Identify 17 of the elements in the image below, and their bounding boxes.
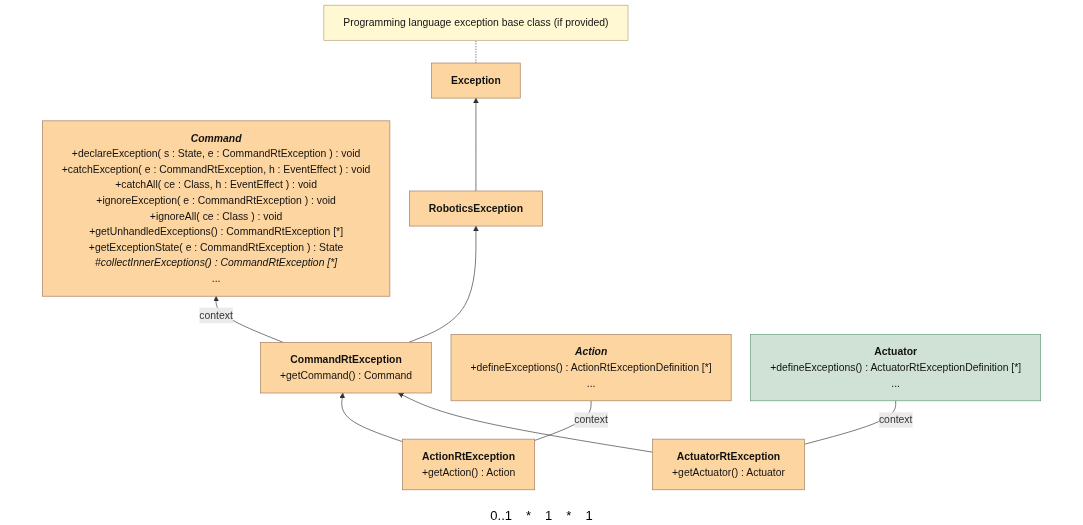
edge-label: context [574,414,608,426]
node-box: Action +defineExceptions() : ActionRtExceptionDefinition [*] ... [450,334,732,402]
multiplicity-label: 1 [545,508,553,523]
node-box: Actuator +defineExceptions() : ActuatorRtExceptionDefinition [*] ... [750,334,1041,402]
edge-label: context [878,414,913,426]
node-box: Command +declareException( s : State, e : CommandRtException ) : void +catchException( e : CommandRtException, h : EventEffect ) : void +catchAll( ce : Class, h : EventEffect ) : void +ignoreException( e : CommandRtException ) : void +ignoreAll( ce : Class ) : void +getUnhandledExceptions() : CommandRtException [*] +getExceptionState( e : CommandRtException ) : State #collectInnerExceptions() : CommandRtException [*] ... [42,120,391,297]
multiplicity-label: 0..1 [490,508,513,523]
node-box: RoboticsException [409,190,543,227]
edge-label: context [199,309,233,321]
node-box: CommandRtException +getCommand() : Command [260,342,432,394]
node-box: Exception [431,62,521,99]
node-box: ActionRtException +getAction() : Action [402,438,535,491]
node-box: ActuatorRtException +getActuator() : Actuator [652,438,805,491]
multiplicity-label: * [526,508,532,523]
multiplicity-label: * [566,508,572,523]
node-box: Programming language exception base class (if provided) [323,4,629,41]
multiplicity-label: 1 [585,508,593,523]
